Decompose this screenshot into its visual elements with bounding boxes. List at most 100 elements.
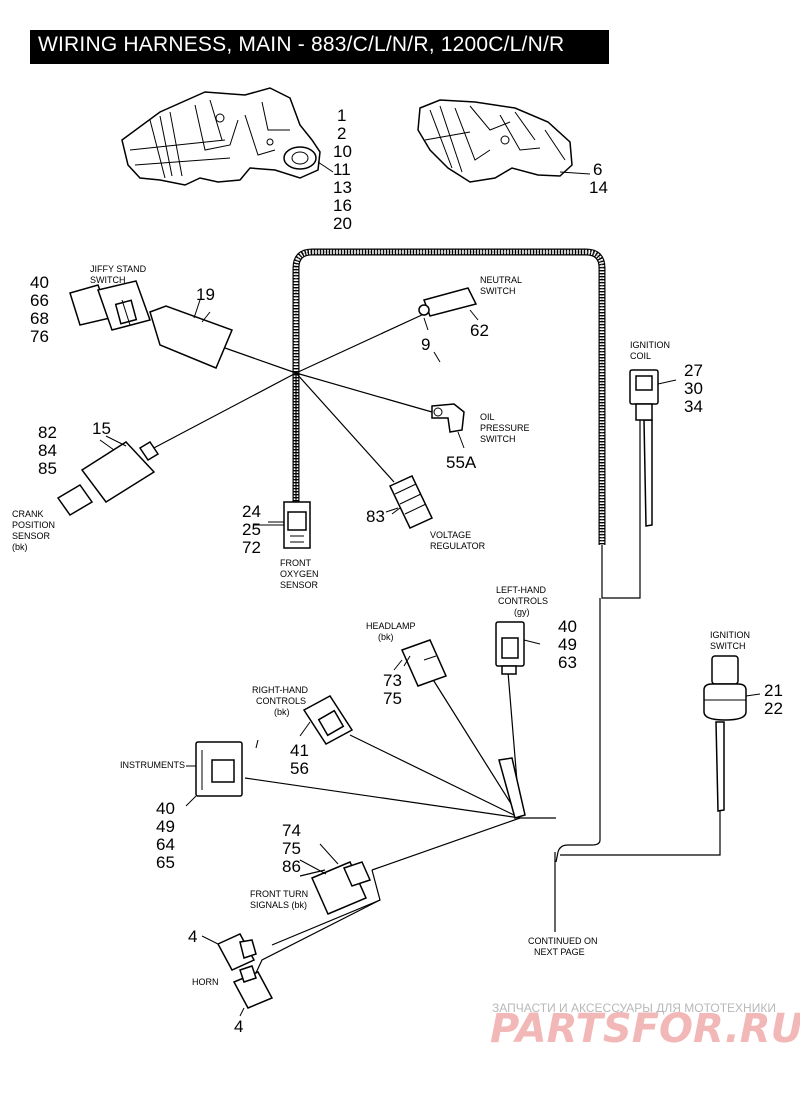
- svg-text:OIL: OIL: [480, 412, 495, 422]
- svg-text:RIGHT-HAND: RIGHT-HAND: [252, 685, 309, 695]
- label-left-hand-controls: LEFT-HAND CONTROLS (gy): [496, 585, 548, 617]
- watermark-brand: PARTSFOR.RU: [490, 1006, 800, 1052]
- label-right-hand-controls: RIGHT-HAND CONTROLS (bk): [252, 685, 309, 717]
- svg-text:82: 82: [38, 423, 57, 442]
- right-hand-controls-connector: [299, 695, 354, 745]
- svg-text:SENSOR: SENSOR: [280, 580, 319, 590]
- fender-housing-illustration: [417, 99, 573, 183]
- svg-text:86: 86: [282, 857, 301, 876]
- label-continued-on-next-page: CONTINUED ON NEXT PAGE: [528, 936, 598, 957]
- svg-text:56: 56: [290, 759, 309, 778]
- svg-text:24: 24: [242, 502, 261, 521]
- watermark-tagline: ЗАПЧАСТИ И АКСЕССУАРЫ ДЛЯ МОТОТЕХНИКИ: [492, 1001, 776, 1015]
- svg-text:POSITION: POSITION: [12, 520, 55, 530]
- label-front-turn-signals: FRONT TURN SIGNALS (bk): [250, 889, 308, 910]
- svg-text:FRONT TURN: FRONT TURN: [250, 889, 308, 899]
- svg-text:40: 40: [156, 799, 175, 818]
- svg-text:VOLTAGE: VOLTAGE: [430, 530, 471, 540]
- svg-text:41: 41: [290, 741, 309, 760]
- svg-text:65: 65: [156, 853, 175, 872]
- svg-text:49: 49: [156, 817, 175, 836]
- svg-text:75: 75: [383, 689, 402, 708]
- svg-text:66: 66: [30, 291, 49, 310]
- svg-text:68: 68: [30, 309, 49, 328]
- svg-text:CONTROLS: CONTROLS: [256, 696, 306, 706]
- svg-text:21: 21: [764, 681, 783, 700]
- callouts-oxygen: 24 25 72: [242, 502, 261, 557]
- svg-text:22: 22: [764, 699, 783, 718]
- svg-text:85: 85: [38, 459, 57, 478]
- svg-text:40: 40: [558, 617, 577, 636]
- svg-text:OXYGEN: OXYGEN: [280, 569, 319, 579]
- callout-11: 11: [333, 160, 351, 179]
- front-oxygen-sensor-connector: [268, 501, 311, 549]
- svg-text:(gy): (gy): [514, 607, 530, 617]
- svg-text:HEADLAMP: HEADLAMP: [366, 621, 416, 631]
- svg-text:COIL: COIL: [630, 351, 651, 361]
- svg-text:CRANK: CRANK: [12, 509, 44, 519]
- label-instruments: INSTRUMENTS: [120, 760, 185, 770]
- callout-20: 20: [333, 214, 352, 233]
- svg-text:SWITCH: SWITCH: [90, 275, 126, 285]
- instruments-connector: [185, 741, 243, 807]
- label-voltage-regulator: VOLTAGE REGULATOR: [430, 530, 486, 551]
- callout-55a: 55A: [446, 453, 477, 472]
- svg-text:SENSOR: SENSOR: [12, 531, 51, 541]
- svg-text:IGNITION: IGNITION: [630, 340, 670, 350]
- callouts-headlamp: 73 75: [383, 671, 402, 708]
- svg-text:63: 63: [558, 653, 577, 672]
- svg-text:REGULATOR: REGULATOR: [430, 541, 486, 551]
- callout-9: 9: [421, 335, 430, 354]
- callout-1: 1: [337, 106, 346, 125]
- label-horn: HORN: [192, 977, 219, 987]
- leader-lines: [105, 299, 441, 865]
- svg-text:73: 73: [383, 671, 402, 690]
- voltage-regulator-connector: [388, 475, 434, 529]
- label-jiffy-stand-switch: JIFFY STAND SWITCH: [90, 264, 147, 285]
- svg-text:LEFT-HAND: LEFT-HAND: [496, 585, 547, 595]
- callout-16: 16: [333, 196, 352, 215]
- svg-text:IGNITION: IGNITION: [710, 630, 750, 640]
- callout-19: 19: [196, 285, 215, 304]
- title-bar: [30, 30, 609, 64]
- label-front-oxygen-sensor: FRONT OXYGEN SENSOR: [280, 558, 319, 590]
- callout-2: 2: [337, 124, 346, 143]
- svg-text:40: 40: [30, 273, 49, 292]
- callout-6: 6: [593, 160, 602, 179]
- svg-text:SWITCH: SWITCH: [480, 434, 516, 444]
- callout-13: 13: [333, 178, 352, 197]
- callouts-crank: 82 84 85: [38, 423, 57, 478]
- svg-text:(bk): (bk): [274, 707, 290, 717]
- svg-text:SIGNALS (bk): SIGNALS (bk): [250, 900, 307, 910]
- callout-4-top: 4: [188, 927, 197, 946]
- left-hand-controls-connector: [495, 621, 541, 675]
- callouts-jiffy-stand: 40 66 68 76: [30, 273, 49, 346]
- svg-text:PRESSURE: PRESSURE: [480, 423, 530, 433]
- svg-text:NEUTRAL: NEUTRAL: [480, 275, 522, 285]
- headlamp-connector: [393, 639, 448, 687]
- svg-text:75: 75: [282, 839, 301, 858]
- engine-frame-illustration: [121, 87, 321, 186]
- svg-text:72: 72: [242, 538, 261, 557]
- svg-text:NEXT PAGE: NEXT PAGE: [534, 947, 585, 957]
- svg-text:30: 30: [684, 379, 703, 398]
- jiffy-stand-switch: [69, 280, 233, 369]
- callouts-ignition-coil: 27 30 34: [684, 361, 703, 416]
- svg-text:SWITCH: SWITCH: [710, 641, 746, 651]
- svg-text:76: 76: [30, 327, 49, 346]
- callouts-right-hand: 41 56: [290, 741, 309, 778]
- svg-text:74: 74: [282, 821, 301, 840]
- callout-10: 10: [333, 142, 352, 161]
- svg-text:CONTROLS: CONTROLS: [498, 596, 548, 606]
- label-headlamp: HEADLAMP (bk): [366, 621, 416, 642]
- svg-text:(bk): (bk): [12, 542, 28, 552]
- callout-15: 15: [92, 419, 111, 438]
- svg-text:27: 27: [684, 361, 703, 380]
- callout-4-bottom: 4: [234, 1017, 243, 1036]
- callout-83: 83: [366, 507, 385, 526]
- label-ignition-coil: IGNITION COIL: [630, 340, 670, 361]
- label-ignition-switch: IGNITION SWITCH: [710, 630, 750, 651]
- callouts-top-right: 6 14: [589, 160, 608, 197]
- ignition-coil-connector: [629, 369, 677, 421]
- crank-position-sensor: [56, 439, 160, 516]
